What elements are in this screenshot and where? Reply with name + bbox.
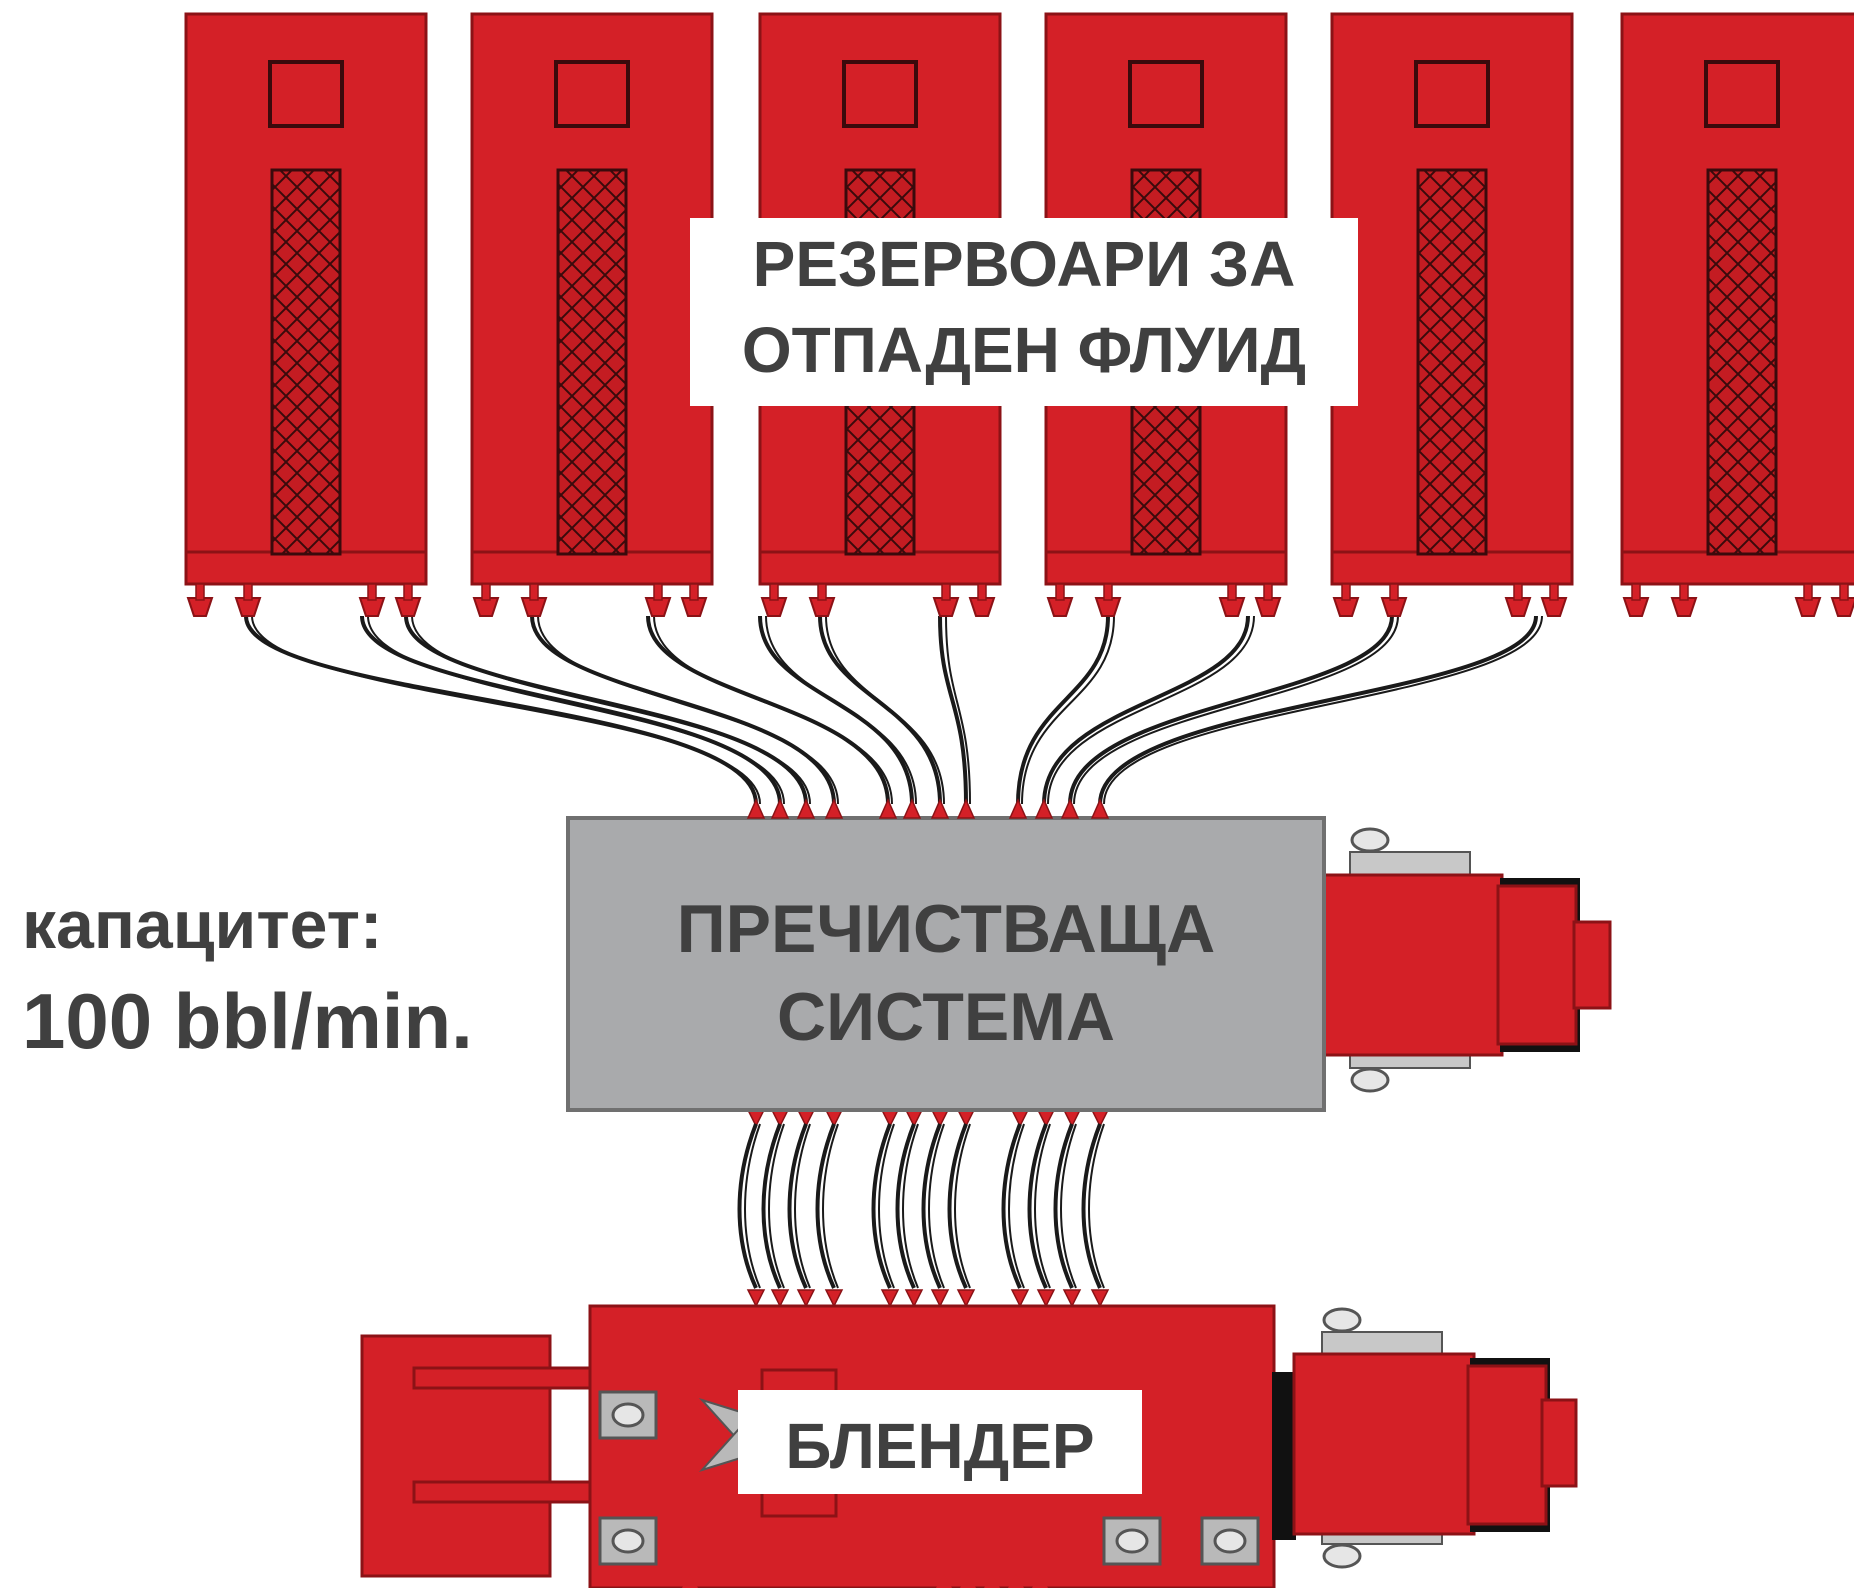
blender-valve-2 [598, 1516, 658, 1566]
purifier-label-line2: СИСТЕМА [777, 979, 1115, 1055]
hose-edge [825, 615, 945, 805]
hose [404, 615, 808, 805]
inlet [902, 798, 922, 819]
hose-edge [765, 615, 917, 805]
purifier-system: ПРЕЧИСТВАЩА СИСТЕМА [566, 816, 1326, 1112]
hose [530, 615, 836, 805]
tanks-label: РЕЗЕРВОАРИ ЗА ОТПАДЕН ФЛУИД [690, 218, 1358, 406]
hose-edge [1103, 615, 1543, 805]
inlet [770, 798, 790, 819]
blender-hose [871, 1109, 900, 1308]
hose-edge [945, 615, 971, 805]
hose-edge [653, 615, 893, 805]
tank [470, 12, 714, 617]
blender-hose [1001, 1109, 1030, 1308]
hose [1016, 615, 1110, 805]
blender-hose [921, 1109, 950, 1308]
tank [184, 12, 428, 617]
inlet [878, 798, 898, 819]
tank [1330, 12, 1574, 617]
blender-unit: БЛЕНДЕР [360, 1304, 1578, 1590]
capacity-line1: капацитет: [22, 887, 383, 963]
inlet [956, 798, 976, 819]
capacity-line2: 100 bbl/min. [22, 977, 473, 1065]
blender-hose [1081, 1109, 1110, 1308]
waste-fluid-tanks [184, 12, 1854, 617]
tanks-label-line2: ОТПАДЕН ФЛУИД [742, 314, 1306, 386]
hose [1042, 615, 1250, 805]
hose [938, 615, 968, 805]
blender-hose [1053, 1109, 1082, 1308]
blender-valve-3 [1102, 1516, 1162, 1566]
inlet [746, 798, 766, 819]
hose [1068, 615, 1394, 805]
blender-label: БЛЕНДЕР [785, 1410, 1094, 1482]
inlet [1008, 798, 1028, 819]
hose [1098, 615, 1538, 805]
blender-hose [787, 1109, 816, 1308]
blender-hoses [737, 1109, 1110, 1308]
inlet [1060, 798, 1080, 819]
blender-hose [947, 1109, 976, 1308]
hose [360, 615, 782, 805]
hose-edge [411, 615, 811, 805]
blender-hose [895, 1109, 924, 1308]
purifier-inlets [746, 798, 1110, 819]
purifier-label-line1: ПРЕЧИСТВАЩА [677, 891, 1215, 967]
tank [1620, 12, 1854, 617]
hose-edge [1073, 615, 1399, 805]
blender-hose [815, 1109, 844, 1308]
tank-hoses [244, 615, 1543, 805]
blender-valve-1 [598, 1390, 658, 1440]
blender-hose [761, 1109, 790, 1308]
blender-hose [1027, 1109, 1056, 1308]
hose-edge [1021, 615, 1115, 805]
purifier-truck-cab [1320, 827, 1612, 1093]
tanks-label-line1: РЕЗЕРВОАРИ ЗА [753, 228, 1296, 300]
inlet [796, 798, 816, 819]
hose-edge [1047, 615, 1255, 805]
inlet [824, 798, 844, 819]
capacity-label: капацитет: 100 bbl/min. [22, 887, 473, 1065]
hose-edge [537, 615, 839, 805]
blender-hose [737, 1109, 766, 1308]
hose-edge [367, 615, 785, 805]
blender-valve-4 [1200, 1516, 1260, 1566]
hose-edge [251, 615, 761, 805]
inlet [930, 798, 950, 819]
hose [244, 615, 758, 805]
inlet [1034, 798, 1054, 819]
inlet [1090, 798, 1110, 819]
